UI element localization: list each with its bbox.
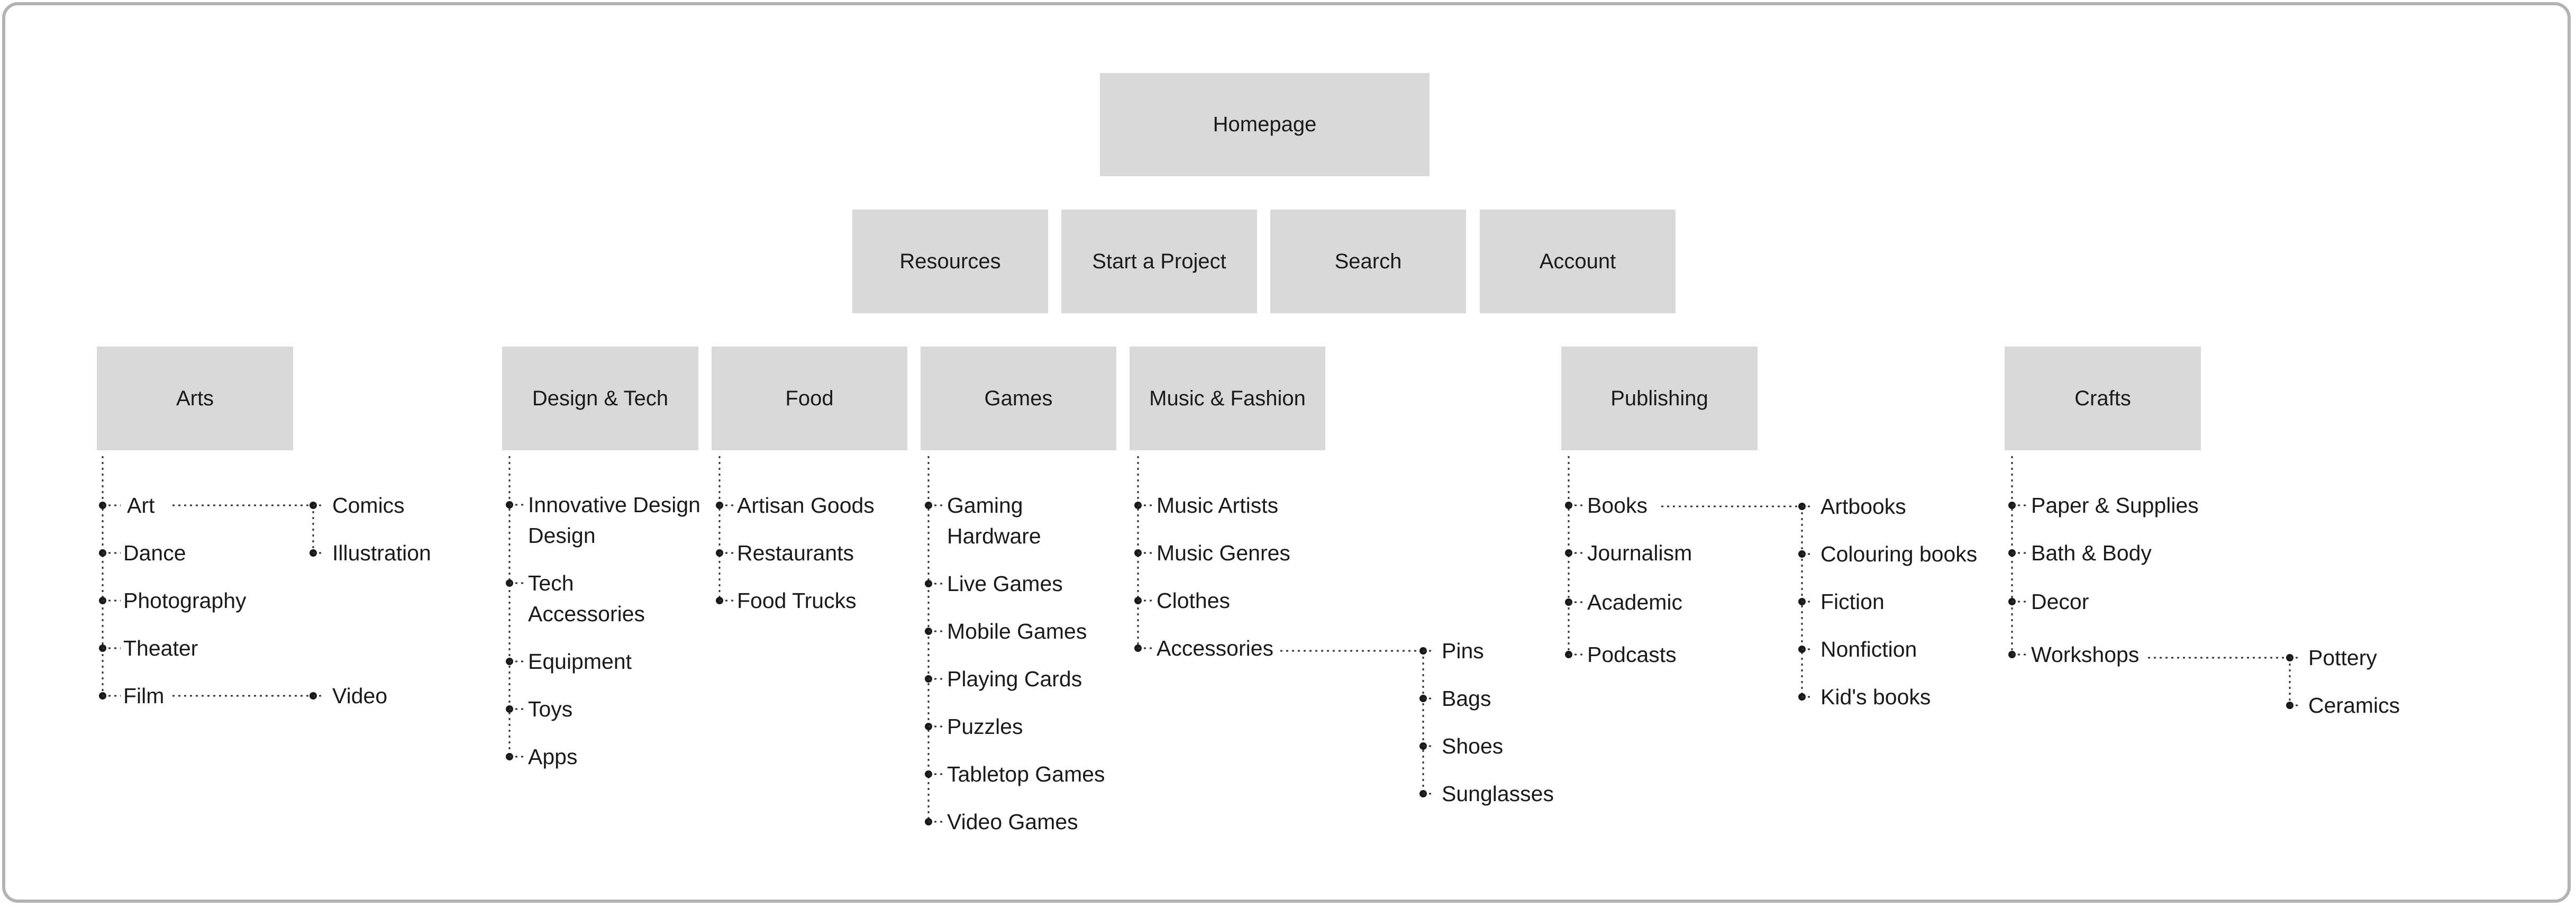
- node-resources: Resources: [852, 210, 1048, 313]
- item-innovative: Innovative Design: [528, 493, 700, 517]
- item-theater: Theater: [123, 636, 198, 660]
- node-arts: Arts: [97, 347, 293, 450]
- node-search: Search: [1270, 210, 1466, 313]
- node-games: Games: [921, 347, 1116, 450]
- item-kids-books: Kid's books: [1821, 685, 1931, 709]
- item-journalism: Journalism: [1587, 541, 1692, 565]
- item-equipment: Equipment: [528, 649, 632, 674]
- item-film: Film: [123, 684, 165, 708]
- item-accessories: Accessories: [1157, 636, 1274, 660]
- item-dance: Dance: [123, 541, 186, 565]
- item-playing-cards: Playing Cards: [947, 667, 1082, 691]
- item-fiction: Fiction: [1821, 589, 1885, 614]
- item-gaming: Gaming: [947, 493, 1023, 517]
- item-restaurants: Restaurants: [737, 541, 854, 565]
- item-food-trucks: Food Trucks: [737, 588, 857, 613]
- item-podcasts: Podcasts: [1587, 642, 1677, 667]
- item-academic: Academic: [1587, 590, 1683, 614]
- item-pottery: Pottery: [2308, 646, 2377, 670]
- item-photography: Photography: [123, 588, 247, 613]
- item-music-genres: Music Genres: [1157, 541, 1290, 565]
- item-decor: Decor: [2031, 589, 2089, 614]
- item-tabletop-games: Tabletop Games: [947, 762, 1105, 786]
- node-food: Food: [712, 347, 907, 450]
- item-mobile-games: Mobile Games: [947, 619, 1087, 643]
- item-toys: Toys: [528, 697, 573, 721]
- item-design-line2: Design: [528, 523, 596, 548]
- item-bath-body: Bath & Body: [2031, 541, 2152, 565]
- item-music-artists: Music Artists: [1157, 493, 1279, 517]
- item-paper-supplies: Paper & Supplies: [2031, 493, 2199, 517]
- item-sunglasses: Sunglasses: [1442, 782, 1554, 806]
- item-comics: Comics: [332, 493, 405, 517]
- item-accessories-line2: Accessories: [528, 602, 645, 626]
- node-music-fashion: Music & Fashion: [1130, 347, 1325, 450]
- node-account: Account: [1480, 210, 1676, 313]
- item-illustration: Illustration: [332, 541, 431, 565]
- item-pins: Pins: [1442, 639, 1484, 663]
- item-colouring-books: Colouring books: [1821, 542, 1978, 566]
- node-crafts: Crafts: [2005, 347, 2201, 450]
- item-video: Video: [332, 684, 388, 708]
- node-homepage: Homepage: [1100, 73, 1430, 176]
- node-start-a-project: Start a Project: [1061, 210, 1257, 313]
- item-books: Books: [1587, 493, 1647, 517]
- item-apps: Apps: [528, 744, 578, 769]
- item-clothes: Clothes: [1157, 588, 1231, 613]
- item-artisan-goods: Artisan Goods: [737, 493, 875, 517]
- item-workshops: Workshops: [2031, 642, 2140, 667]
- node-design-tech: Design & Tech: [502, 347, 698, 450]
- item-art: Art: [127, 493, 155, 517]
- item-live-games: Live Games: [947, 571, 1063, 596]
- item-artbooks: Artbooks: [1821, 494, 1906, 519]
- item-ceramics: Ceramics: [2308, 693, 2400, 718]
- item-shoes: Shoes: [1442, 734, 1504, 758]
- item-hardware-line2: Hardware: [947, 524, 1041, 548]
- item-bags: Bags: [1442, 686, 1491, 711]
- item-tech: Tech: [528, 571, 574, 595]
- item-video-games: Video Games: [947, 810, 1078, 834]
- item-nonfiction: Nonfiction: [1821, 637, 1917, 661]
- item-puzzles: Puzzles: [947, 714, 1023, 739]
- node-publishing: Publishing: [1561, 347, 1758, 450]
